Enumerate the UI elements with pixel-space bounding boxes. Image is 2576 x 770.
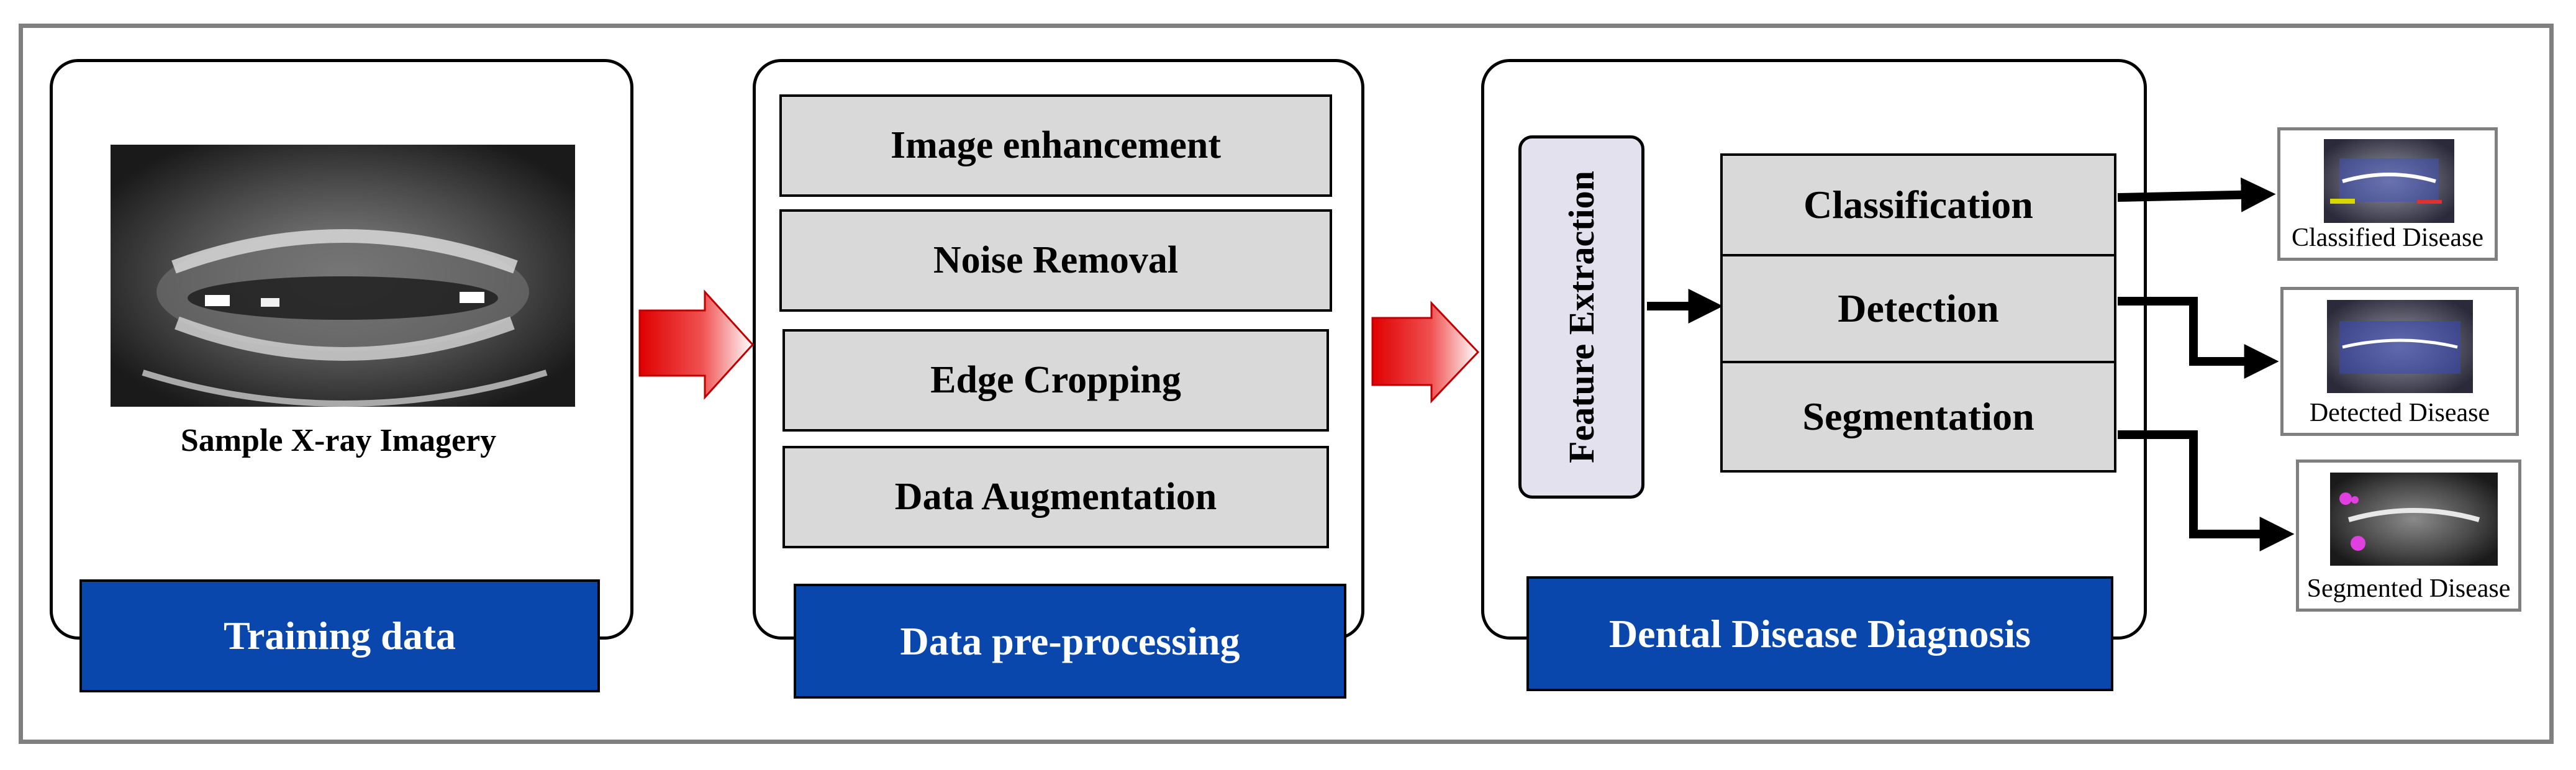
segmented-disease-caption: Segmented Disease [2306, 574, 2511, 603]
task-segmentation: Segmentation [1720, 361, 2116, 473]
output-classified: Classified Disease [2277, 127, 2498, 261]
training-panel [50, 59, 633, 640]
segmented-xray-image [2330, 473, 2498, 566]
data-preprocessing-label: Data pre-processing [794, 584, 1346, 699]
task-classification: Classification [1720, 153, 2116, 256]
task-detection: Detection [1720, 254, 2116, 363]
step-data-augmentation: Data Augmentation [782, 446, 1329, 548]
step-noise-removal: Noise Removal [779, 209, 1332, 312]
feature-extraction-label: Feature Extraction [1561, 171, 1602, 463]
output-segmented: Segmented Disease [2296, 460, 2521, 612]
dental-disease-diagnosis-label: Dental Disease Diagnosis [1526, 576, 2113, 691]
training-data-label: Training data [79, 579, 600, 692]
training-caption: Sample X-ray Imagery [180, 423, 497, 458]
classified-disease-caption: Classified Disease [2291, 224, 2484, 252]
output-detected: Detected Disease [2280, 287, 2519, 436]
step-image-enhancement: Image enhancement [779, 94, 1332, 197]
detected-disease-caption: Detected Disease [2309, 399, 2490, 427]
detected-xray-image [2327, 300, 2473, 393]
classified-xray-image [2324, 139, 2454, 223]
feature-extraction-box: Feature Extraction [1518, 135, 1644, 499]
diagram-frame [19, 24, 2554, 744]
step-edge-cropping: Edge Cropping [782, 329, 1329, 432]
